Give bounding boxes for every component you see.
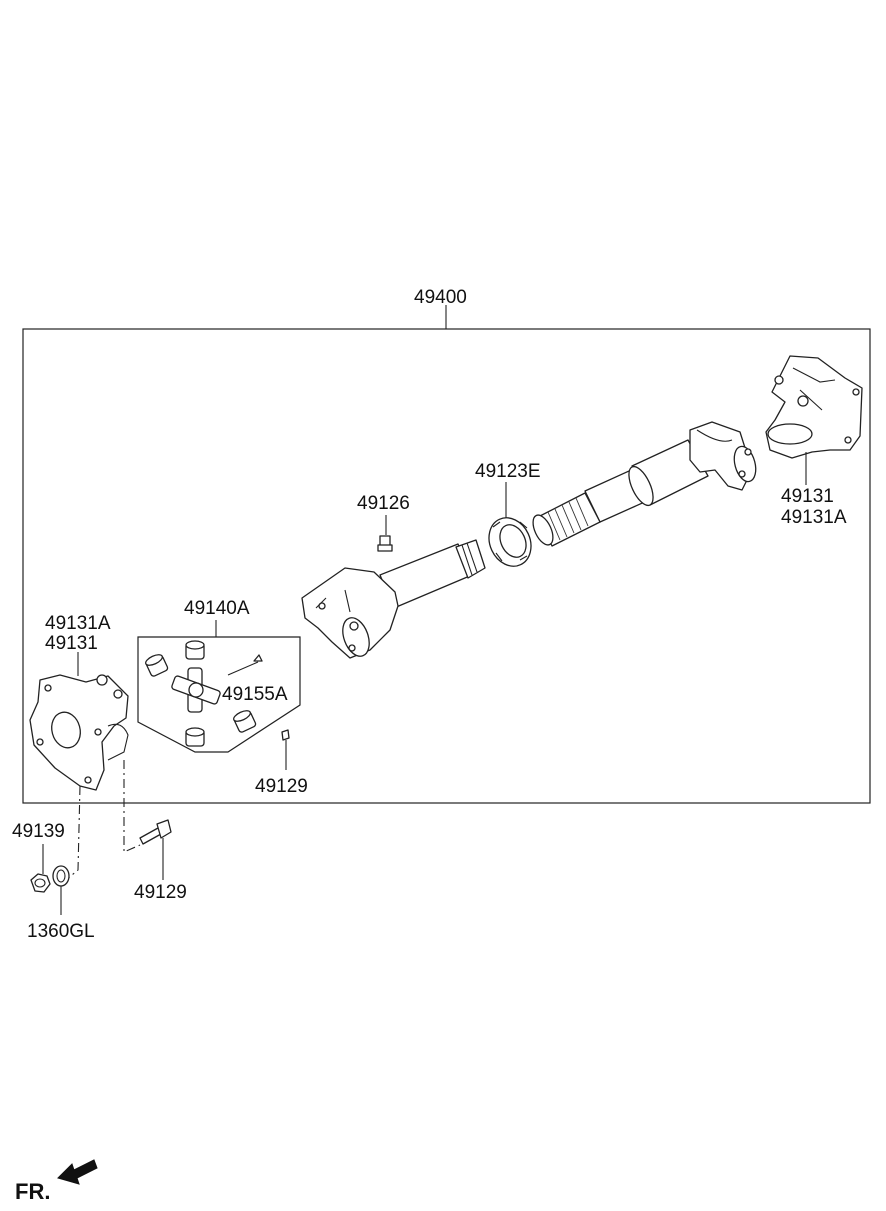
arrow-left-icon xyxy=(57,1159,98,1185)
slip-yoke-tube[interactable] xyxy=(301,539,486,660)
label-49131-left: 49131 xyxy=(45,633,98,654)
label-49131A-right: 49131A xyxy=(781,507,847,528)
label-49123E: 49123E xyxy=(475,461,541,482)
label-49155A: 49155A xyxy=(222,684,288,705)
flange-yoke-left[interactable] xyxy=(29,674,129,791)
flange-yoke-right[interactable] xyxy=(765,355,863,459)
label-49140A: 49140A xyxy=(184,598,250,619)
label-49126: 49126 xyxy=(357,493,410,514)
label-49131A-left: 49131A xyxy=(45,613,111,634)
propeller-shaft-tube[interactable] xyxy=(584,421,759,523)
label-49139: 49139 xyxy=(12,821,65,842)
slip-yoke-nut[interactable] xyxy=(481,511,538,573)
label-49129-outer: 49129 xyxy=(134,882,187,903)
flange-bolt[interactable] xyxy=(139,819,172,845)
label-49129-inner: 49129 xyxy=(255,776,308,797)
universal-joint-kit[interactable] xyxy=(144,640,263,747)
flange-nut[interactable] xyxy=(30,873,51,893)
journal-kit-frame xyxy=(137,636,301,753)
label-49131-right: 49131 xyxy=(781,486,834,507)
front-indicator-label: FR. xyxy=(15,1179,50,1204)
splined-shaft[interactable] xyxy=(529,492,601,548)
lock-washer[interactable] xyxy=(52,865,70,887)
label-49400: 49400 xyxy=(414,287,467,308)
label-1360GL: 1360GL xyxy=(27,921,95,942)
centering-bolt[interactable] xyxy=(377,535,393,552)
